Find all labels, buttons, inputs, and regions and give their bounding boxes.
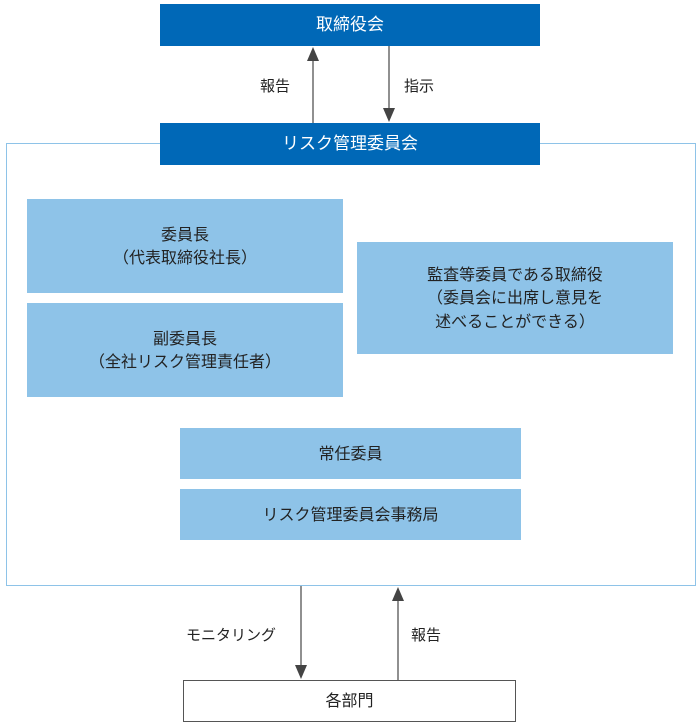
chair-title: 委員長 bbox=[160, 224, 209, 244]
secretariat-label: リスク管理委員会事務局 bbox=[262, 504, 439, 524]
board-label: 取締役会 bbox=[316, 14, 384, 35]
vice-chair-role: （全社リスク管理責任者） bbox=[88, 352, 281, 371]
monitoring-label: モニタリング bbox=[186, 626, 277, 644]
departments-box: 各部門 bbox=[183, 680, 516, 722]
report-up-top-label: 報告 bbox=[260, 77, 291, 95]
standing-members-label: 常任委員 bbox=[318, 443, 383, 463]
report-up-bottom-label: 報告 bbox=[411, 626, 442, 644]
auditor-box: 監査等委員である取締役 （委員会に出席し意見を 述べることができる） bbox=[357, 242, 673, 354]
monitoring-down-arrowhead bbox=[295, 665, 307, 679]
auditor-note-1: （委員会に出席し意見を bbox=[426, 288, 603, 308]
instruct-down-top-label: 指示 bbox=[404, 77, 435, 95]
departments-label: 各部門 bbox=[325, 691, 374, 711]
report-up-bottom-arrowhead bbox=[392, 587, 404, 601]
committee-header: リスク管理委員会 bbox=[160, 123, 540, 165]
report-up-top-arrowhead bbox=[307, 47, 319, 61]
chair-box: 委員長 （代表取締役社長） bbox=[27, 199, 343, 293]
instruct-down-top-arrowhead bbox=[383, 108, 395, 122]
auditor-title: 監査等委員である取締役 bbox=[427, 265, 603, 285]
committee-label: リスク管理委員会 bbox=[282, 133, 418, 154]
vice-chair-box: 副委員長 （全社リスク管理責任者） bbox=[27, 303, 343, 397]
vice-chair-title: 副委員長 bbox=[152, 328, 217, 348]
secretariat-box: リスク管理委員会事務局 bbox=[180, 489, 521, 540]
chair-role: （代表取締役社長） bbox=[112, 248, 257, 267]
standing-members-box: 常任委員 bbox=[180, 428, 521, 479]
auditor-note-2: 述べることができる） bbox=[435, 311, 595, 331]
board-box: 取締役会 bbox=[160, 4, 540, 46]
